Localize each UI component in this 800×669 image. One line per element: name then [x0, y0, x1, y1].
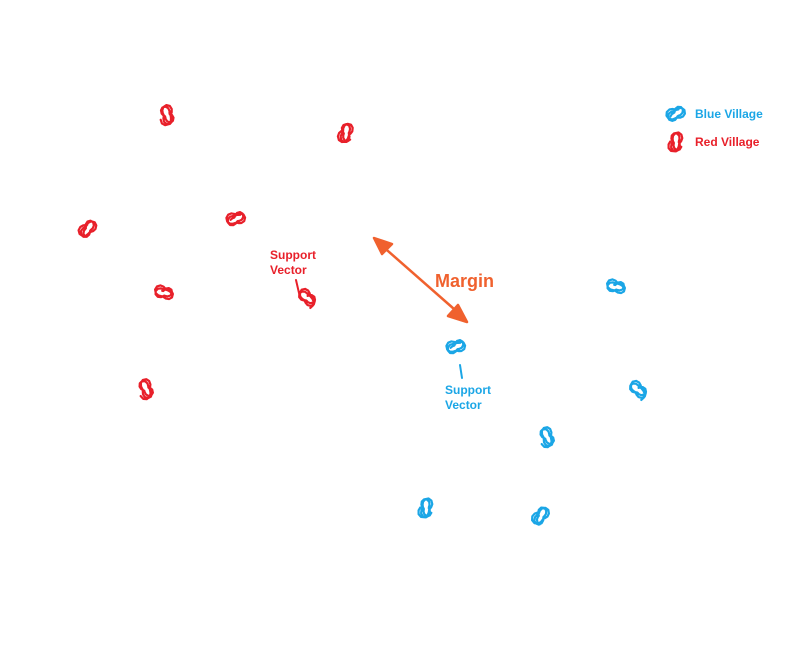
label-line: Support [445, 383, 491, 397]
legend-red-label: Red Village [695, 135, 760, 149]
red-village-point [138, 378, 154, 401]
blue-village-point [417, 497, 434, 519]
red-village-point [77, 219, 98, 238]
margin-arrow [372, 236, 469, 324]
red-village-point [298, 287, 317, 309]
label-line: Vector [445, 398, 482, 412]
label-line: Support [270, 248, 316, 262]
blue-village-point [539, 426, 555, 449]
blue-village-point [606, 278, 626, 295]
red-village-point [225, 211, 247, 227]
blue-support-vector-label: Support Vector [445, 383, 491, 413]
blue-village-point [531, 506, 550, 526]
red-support-vector-pointer [295, 279, 300, 294]
blue-support-vector-pointer [459, 364, 463, 379]
red-village-point [154, 284, 174, 301]
red-village-point [336, 122, 354, 144]
legend-blue-label: Blue Village [695, 107, 763, 121]
legend-red-icon [667, 131, 684, 153]
red-support-vector-label: Support Vector [270, 248, 316, 278]
margin-label: Margin [435, 271, 495, 291]
red-village-point [159, 104, 175, 127]
label-line: Vector [270, 263, 307, 277]
blue-village-point [629, 379, 648, 401]
blue-village-point [445, 339, 467, 355]
legend-blue-icon [665, 105, 686, 122]
